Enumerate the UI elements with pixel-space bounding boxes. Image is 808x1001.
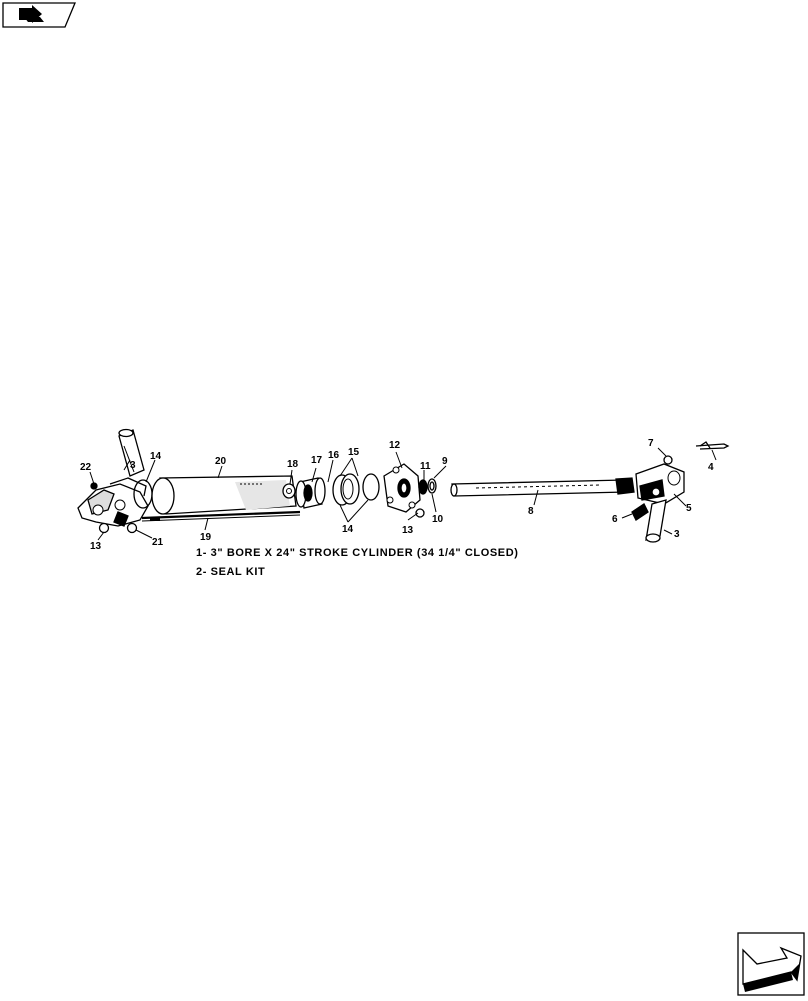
piston-nut — [282, 483, 296, 499]
page-forward-arrow-icon — [737, 932, 805, 996]
callout-3-right: 3 — [674, 529, 680, 540]
previous-page-button[interactable] — [2, 2, 76, 28]
callout-8: 8 — [528, 506, 534, 517]
callout-7: 7 — [648, 438, 654, 449]
piston-seals — [332, 473, 380, 506]
piston-rod — [450, 477, 635, 497]
parts-legend: 1- 3" BORE X 24" STROKE CYLINDER (34 1/4… — [196, 547, 519, 578]
rod-seals — [415, 478, 437, 518]
callout-13-right: 13 — [402, 525, 414, 536]
callout-4: 4 — [708, 462, 714, 473]
legend-line-1: 1- 3" BORE X 24" STROKE CYLINDER (34 1/4… — [196, 547, 519, 559]
page-back-arrow-icon — [2, 2, 76, 28]
base-clevis-assembly — [77, 428, 149, 534]
callout-18: 18 — [287, 459, 299, 470]
callout-19: 19 — [200, 532, 212, 543]
callout-14-left: 14 — [150, 451, 162, 462]
next-page-button[interactable] — [737, 932, 805, 996]
callout-11: 11 — [420, 461, 431, 472]
callout-9: 9 — [442, 456, 448, 467]
callout-6: 6 — [612, 514, 618, 525]
callout-12: 12 — [389, 440, 401, 451]
rod-clevis-assembly — [631, 441, 730, 543]
piston — [295, 477, 326, 509]
callout-3-left: 3 — [130, 460, 136, 471]
tie-rod — [141, 510, 301, 522]
callout-labels: 22 3 14 20 18 17 16 15 14 12 11 9 10 13 … — [80, 438, 714, 552]
callout-21: 21 — [152, 537, 164, 548]
callout-15: 15 — [348, 447, 360, 458]
callout-13-left: 13 — [90, 541, 102, 552]
callout-16: 16 — [328, 450, 340, 461]
callout-10: 10 — [432, 514, 444, 525]
callout-20: 20 — [215, 456, 227, 467]
clevis-pin-upper-left — [118, 428, 145, 477]
callout-17: 17 — [311, 455, 323, 466]
callout-14-right: 14 — [342, 524, 354, 535]
callout-5: 5 — [686, 503, 692, 514]
cylinder-head — [383, 463, 421, 513]
leader-lines — [89, 447, 717, 541]
callout-22: 22 — [80, 462, 92, 473]
cylinder-barrel — [151, 475, 297, 515]
legend-line-2: 2- SEAL KIT — [196, 566, 265, 578]
